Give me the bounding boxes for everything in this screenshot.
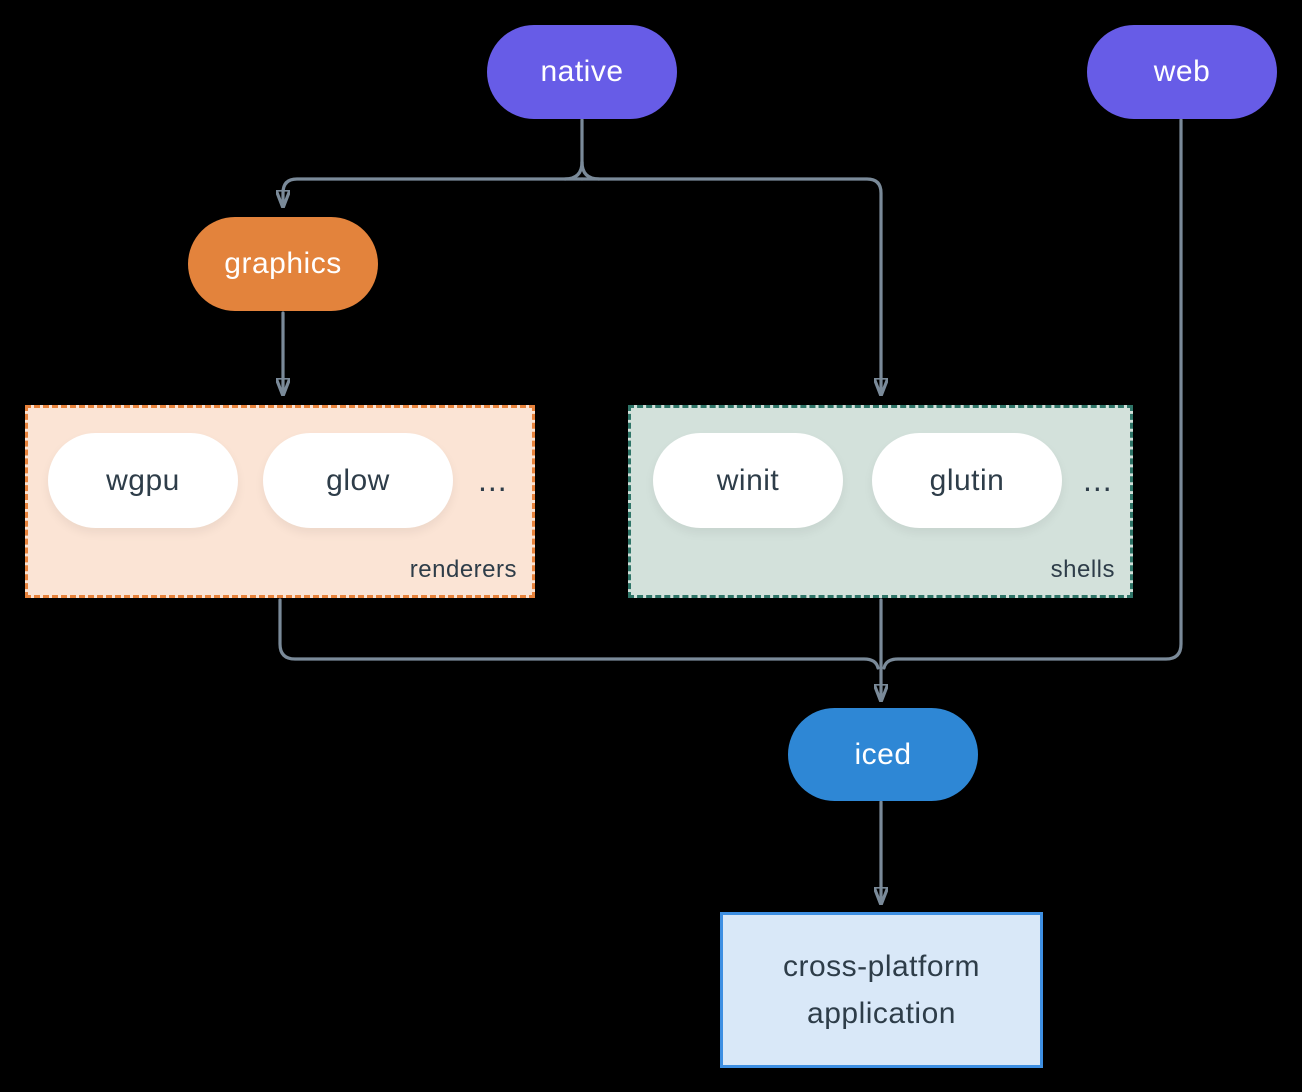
shells-ellipsis: ... [1083,462,1113,498]
node-wgpu: wgpu [48,433,238,528]
node-application-label: cross-platform application [782,950,981,1030]
node-cross-platform-application: cross-platform application [720,912,1043,1068]
group-renderers: wgpu glow ... renderers [25,405,535,598]
edge-native-graphics [283,177,584,204]
edge-renderers-merge [278,598,880,670]
node-winit: winit [653,433,843,528]
edge-web-merge [882,118,1183,670]
renderers-group-label: renderers [409,556,517,583]
node-glow-label: glow [326,463,390,497]
node-web-label: web [1153,55,1211,88]
node-wgpu-label: wgpu [106,463,180,497]
edge-native-shells [580,177,881,392]
node-native-label: native [540,55,624,88]
renderers-ellipsis: ... [478,462,508,498]
edge-native-flare-left [563,160,584,181]
node-graphics-label: graphics [224,247,342,280]
group-shells: winit glutin ... shells [628,405,1133,598]
node-glutin-label: glutin [929,463,1005,497]
node-winit-label: winit [716,463,780,497]
node-graphics: graphics [188,217,378,311]
node-web: web [1087,25,1277,119]
node-iced: iced [788,708,978,801]
node-glow: glow [263,433,453,528]
shells-group-label: shells [1050,556,1115,583]
edge-native-flare-right [580,160,601,181]
node-native: native [487,25,677,119]
node-iced-label: iced [854,737,912,771]
node-glutin: glutin [872,433,1062,528]
